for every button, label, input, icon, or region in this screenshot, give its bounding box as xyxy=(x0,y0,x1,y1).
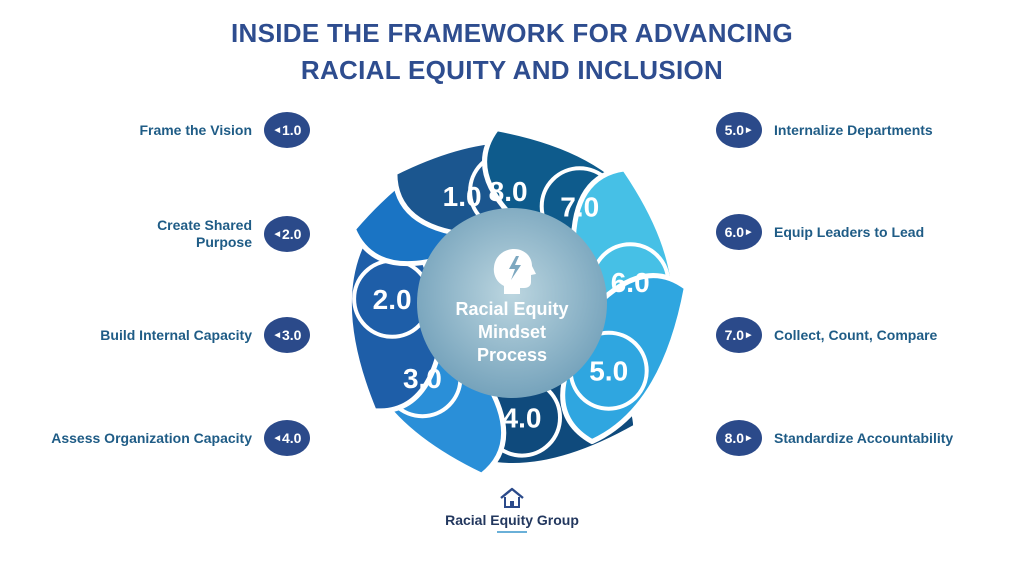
step-3: Build Internal Capacity ◀3.0 xyxy=(40,315,310,355)
head-lightning-icon xyxy=(493,249,536,294)
step-5: 5.0▶ Internalize Departments xyxy=(716,110,1006,150)
step-badge: 8.0▶ xyxy=(716,420,762,456)
page-title-line1: INSIDE THE FRAMEWORK FOR ADVANCING xyxy=(231,18,793,48)
step-label: Equip Leaders to Lead xyxy=(774,223,925,240)
house-icon xyxy=(500,487,524,508)
step-badge: 6.0▶ xyxy=(716,214,762,250)
wheel-center-text: Racial Equity Mindset Process xyxy=(455,299,569,365)
page-title-line2: RACIAL EQUITY AND INCLUSION xyxy=(300,55,724,85)
step-8: 8.0▶ Standardize Accountability xyxy=(716,418,1016,458)
step-label: Build Internal Capacity xyxy=(100,326,252,343)
arrow-right-icon: ▶ xyxy=(746,229,752,236)
wheel-petal-label: 4.0 xyxy=(503,403,542,434)
step-badge: 7.0▶ xyxy=(716,317,762,353)
step-badge: 5.0▶ xyxy=(716,112,762,148)
step-label: Standardize Accountability xyxy=(774,429,954,446)
logo-text: Racial Equity Group xyxy=(445,512,579,528)
step-1: Frame the Vision ◀1.0 xyxy=(40,110,310,150)
arrow-left-icon: ◀ xyxy=(274,231,280,238)
wheel-petal-label: 7.0 xyxy=(560,191,599,222)
step-badge: ◀4.0 xyxy=(264,420,310,456)
step-label: Assess Organization Capacity xyxy=(51,429,252,446)
step-label: Collect, Count, Compare xyxy=(774,326,938,343)
logo-underline xyxy=(497,531,527,533)
arrow-left-icon: ◀ xyxy=(274,127,280,134)
step-7: 7.0▶ Collect, Count, Compare xyxy=(716,315,1006,355)
arrow-left-icon: ◀ xyxy=(274,332,280,339)
arrow-right-icon: ▶ xyxy=(746,435,752,442)
wheel-petal-label: 8.0 xyxy=(489,176,528,207)
arrow-right-icon: ▶ xyxy=(746,127,752,134)
wheel-petal-label: 6.0 xyxy=(611,267,650,298)
wheel-petal-label: 5.0 xyxy=(589,356,628,387)
step-label: Create Shared Purpose xyxy=(157,217,252,250)
arrow-right-icon: ▶ xyxy=(746,332,752,339)
step-4: Assess Organization Capacity ◀4.0 xyxy=(20,418,310,458)
step-label: Frame the Vision xyxy=(139,121,252,138)
wheel-petal-label: 1.0 xyxy=(443,181,482,212)
step-6: 6.0▶ Equip Leaders to Lead xyxy=(716,212,1006,252)
wheel-petal-label: 2.0 xyxy=(373,284,412,315)
step-badge: ◀1.0 xyxy=(264,112,310,148)
step-2: Create Shared Purpose ◀2.0 xyxy=(40,212,310,256)
wheel-hub xyxy=(417,208,607,398)
step-badge: ◀3.0 xyxy=(264,317,310,353)
step-label: Internalize Departments xyxy=(774,121,933,138)
step-badge: ◀2.0 xyxy=(264,216,310,252)
wheel-petal-label: 3.0 xyxy=(403,363,442,394)
arrow-left-icon: ◀ xyxy=(274,435,280,442)
